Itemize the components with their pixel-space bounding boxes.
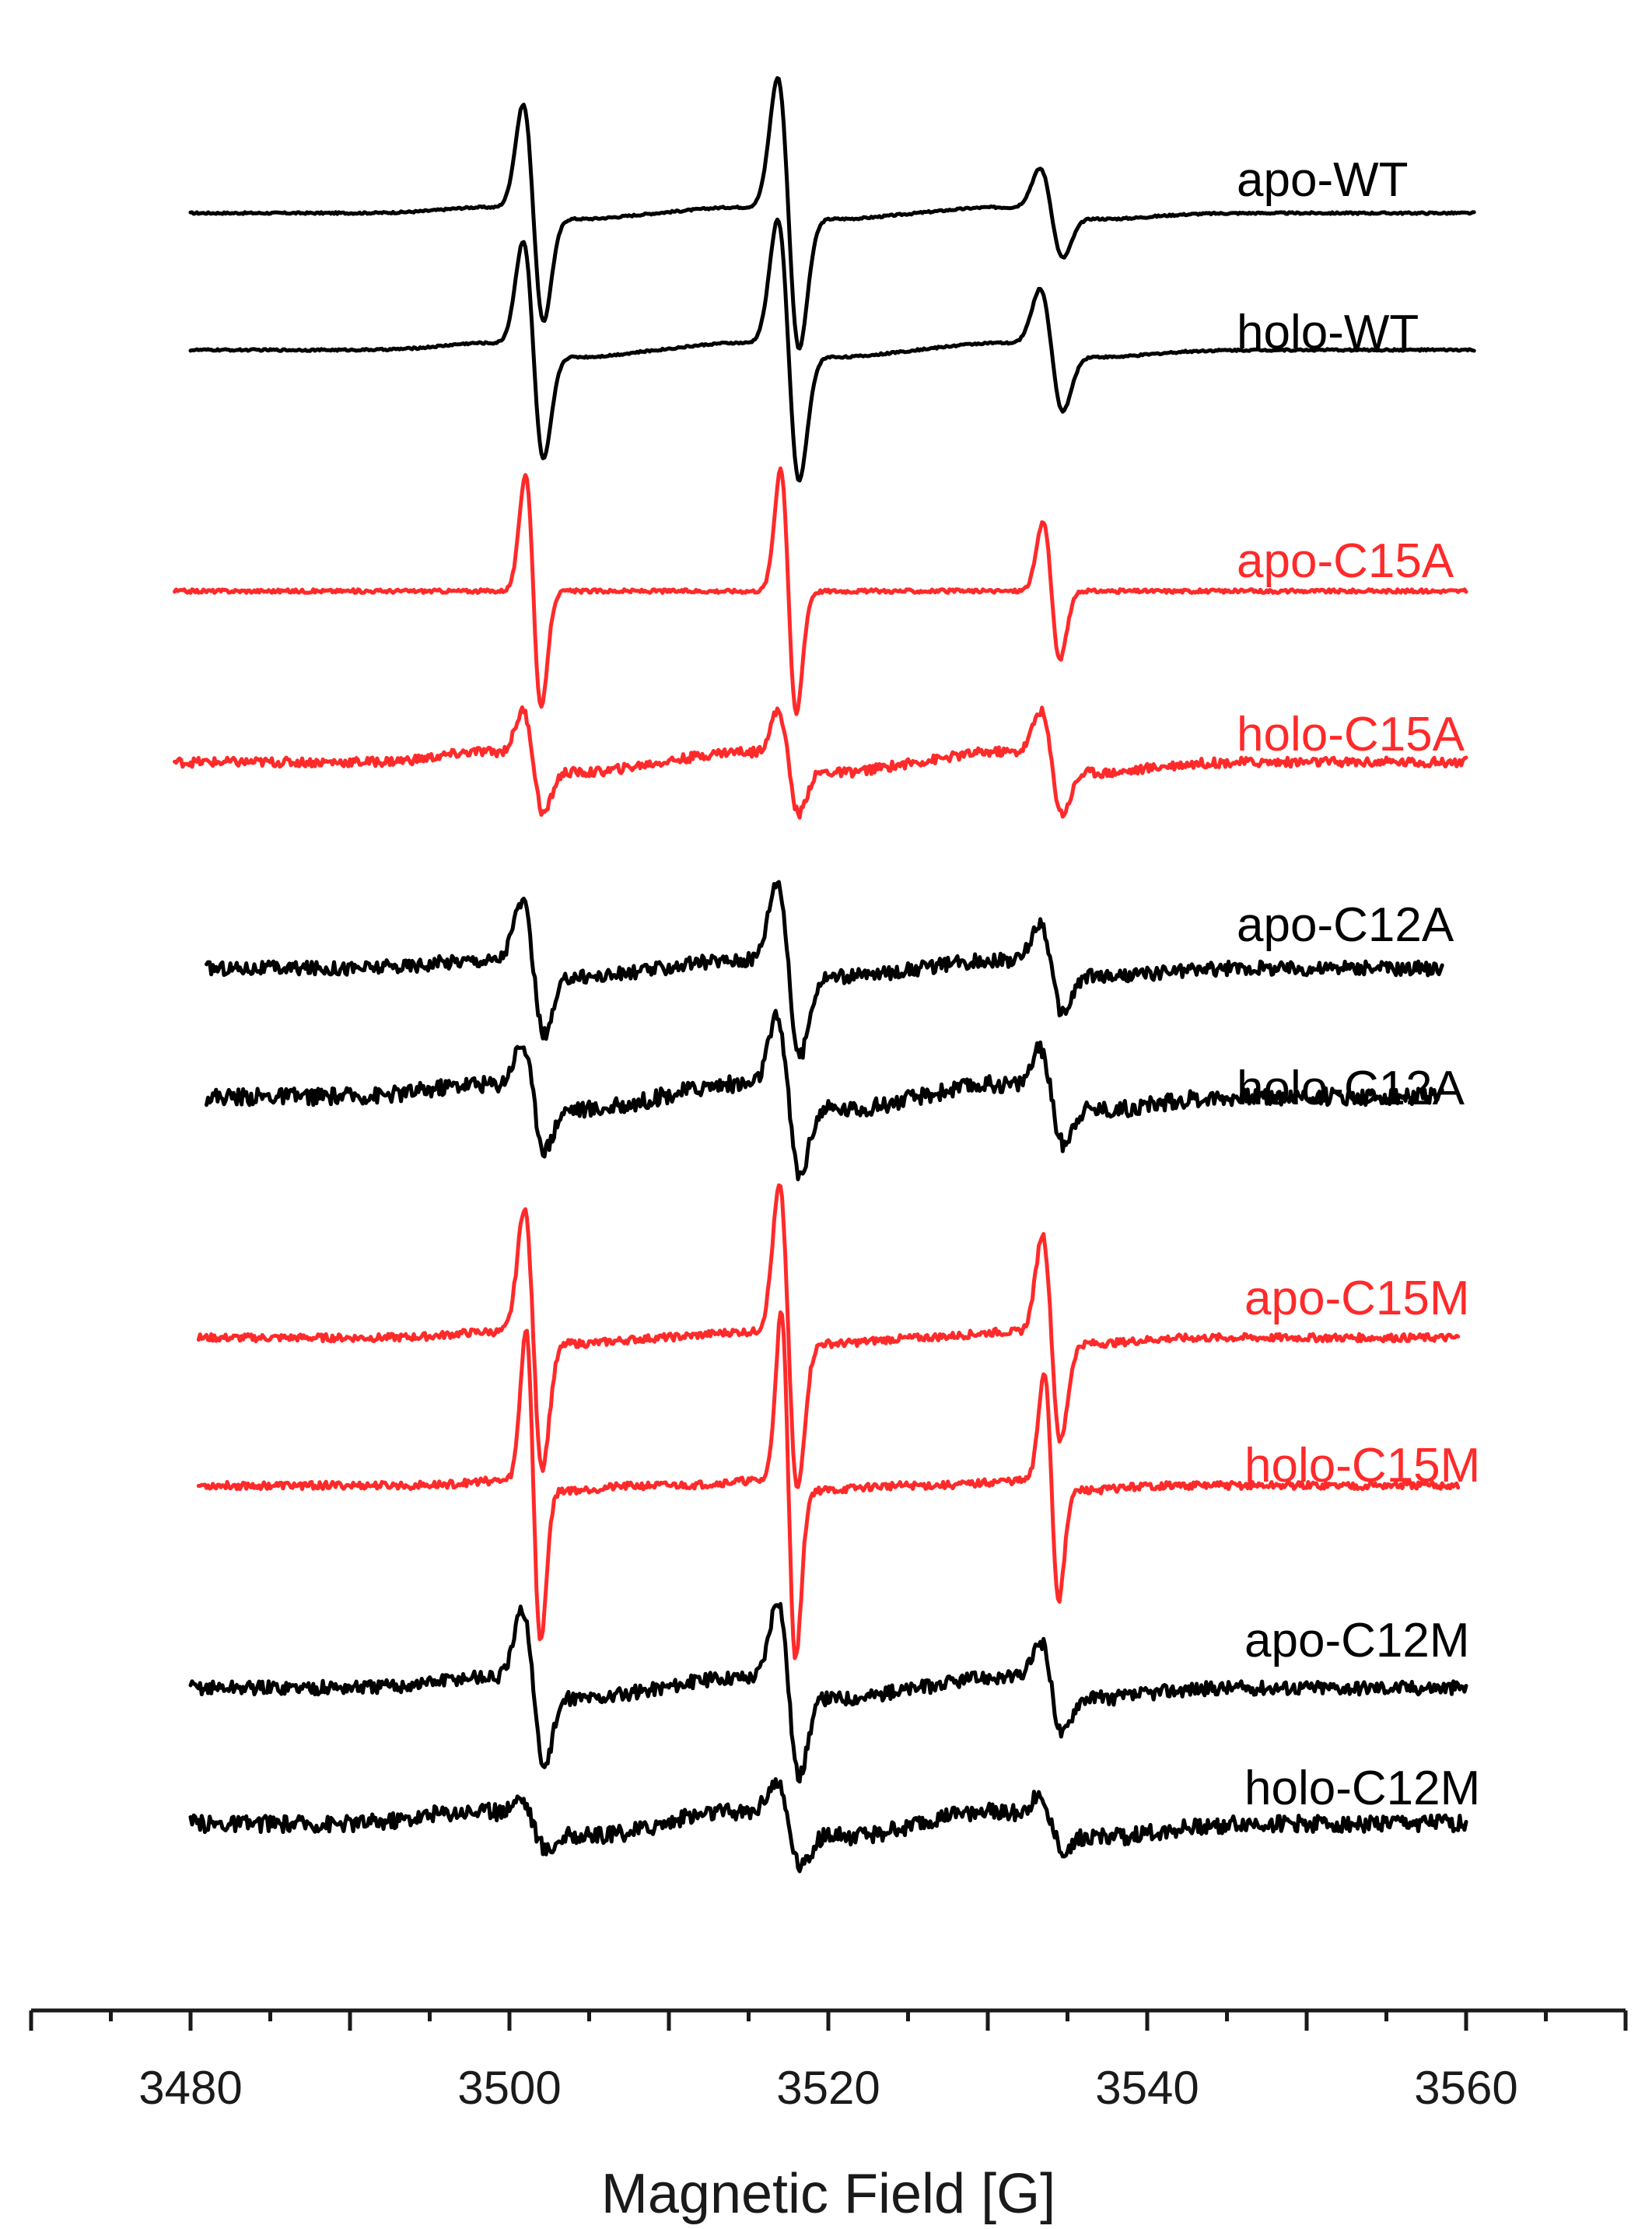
spectrum-holo-c15m [196, 1310, 1461, 1660]
series-label-holo-wt: holo-WT [1237, 306, 1419, 359]
x-tick-label: 3480 [138, 2062, 242, 2114]
spectrum-holo-c15a [173, 705, 1468, 820]
spectrum-apo-c12a [205, 880, 1444, 1060]
x-axis-ticks: 3480 3500 3520 3540 3560 [29, 2010, 1628, 2114]
x-tick-label: 3500 [457, 2062, 561, 2114]
x-axis-title: Magnetic Field [G] [601, 2163, 1055, 2225]
spectrum-apo-c12m [188, 1601, 1468, 1784]
spectrum-apo-c15m [196, 1183, 1461, 1489]
series-label-apo-c15a: apo-C15A [1237, 534, 1454, 588]
spectra-traces [173, 75, 1476, 1874]
series-label-apo-c12a: apo-C12A [1237, 898, 1454, 952]
series-label-holo-c15m: holo-C15M [1244, 1439, 1480, 1492]
series-label-holo-c12a: holo-C12A [1237, 1062, 1465, 1115]
spectrum-apo-wt [188, 75, 1476, 351]
series-label-holo-c15a: holo-C15A [1237, 708, 1465, 761]
series-label-apo-wt: apo-WT [1237, 153, 1408, 207]
series-label-apo-c15m: apo-C15M [1244, 1272, 1469, 1325]
series-label-apo-c12m: apo-C12M [1244, 1614, 1469, 1667]
spectrum-holo-c12m [188, 1777, 1468, 1874]
x-tick-label: 3560 [1414, 2062, 1517, 2114]
x-tick-label: 3520 [776, 2062, 880, 2114]
spectrum-holo-c12a [205, 1009, 1444, 1181]
x-axis: 3480 3500 3520 3540 3560 Magnetic Field [G] [29, 2008, 1628, 2225]
spectrum-holo-wt [188, 217, 1476, 483]
x-tick-label: 3540 [1095, 2062, 1199, 2114]
series-label-holo-c12m: holo-C12M [1244, 1762, 1480, 1815]
spectrum-apo-c15a [173, 466, 1468, 716]
trace-labels: apo-WT holo-WT apo-C15A holo-C15A apo-C12A ho… [1237, 153, 1480, 1815]
